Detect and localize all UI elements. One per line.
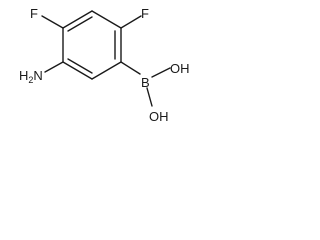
ring-bond-c3-c4 <box>62 61 93 80</box>
chemical-structure: F F H2N B OH OH <box>19 6 190 124</box>
hydroxyl-label-bottom: OH <box>149 109 169 124</box>
benzene-ring <box>62 10 122 80</box>
amine-n: N <box>33 68 42 83</box>
boron-label: B <box>141 75 150 90</box>
bond-b-oh-bottom <box>146 87 153 107</box>
ring-bond-c1-c2 <box>62 10 93 29</box>
ring-bond-c6-c1 <box>91 10 122 29</box>
fluorine-label-right: F <box>141 6 149 21</box>
amine-subscript: 2 <box>28 75 33 85</box>
hydroxyl-label-top: OH <box>170 61 190 76</box>
ring-bond-c4-c5 <box>91 61 122 80</box>
amine-label: H2N <box>19 68 43 85</box>
bond-b-oh-top <box>151 67 171 78</box>
bond-c2-f <box>41 15 64 29</box>
bond-c5-b <box>120 61 141 75</box>
ring-double-bond-c3-c4 <box>67 58 93 74</box>
ring-double-bond-c1-c2 <box>67 16 93 32</box>
amine-h: H <box>19 68 28 83</box>
bond-c6-f <box>120 15 142 29</box>
bond-c3-n <box>44 61 64 73</box>
fluorine-label-left: F <box>30 6 38 21</box>
